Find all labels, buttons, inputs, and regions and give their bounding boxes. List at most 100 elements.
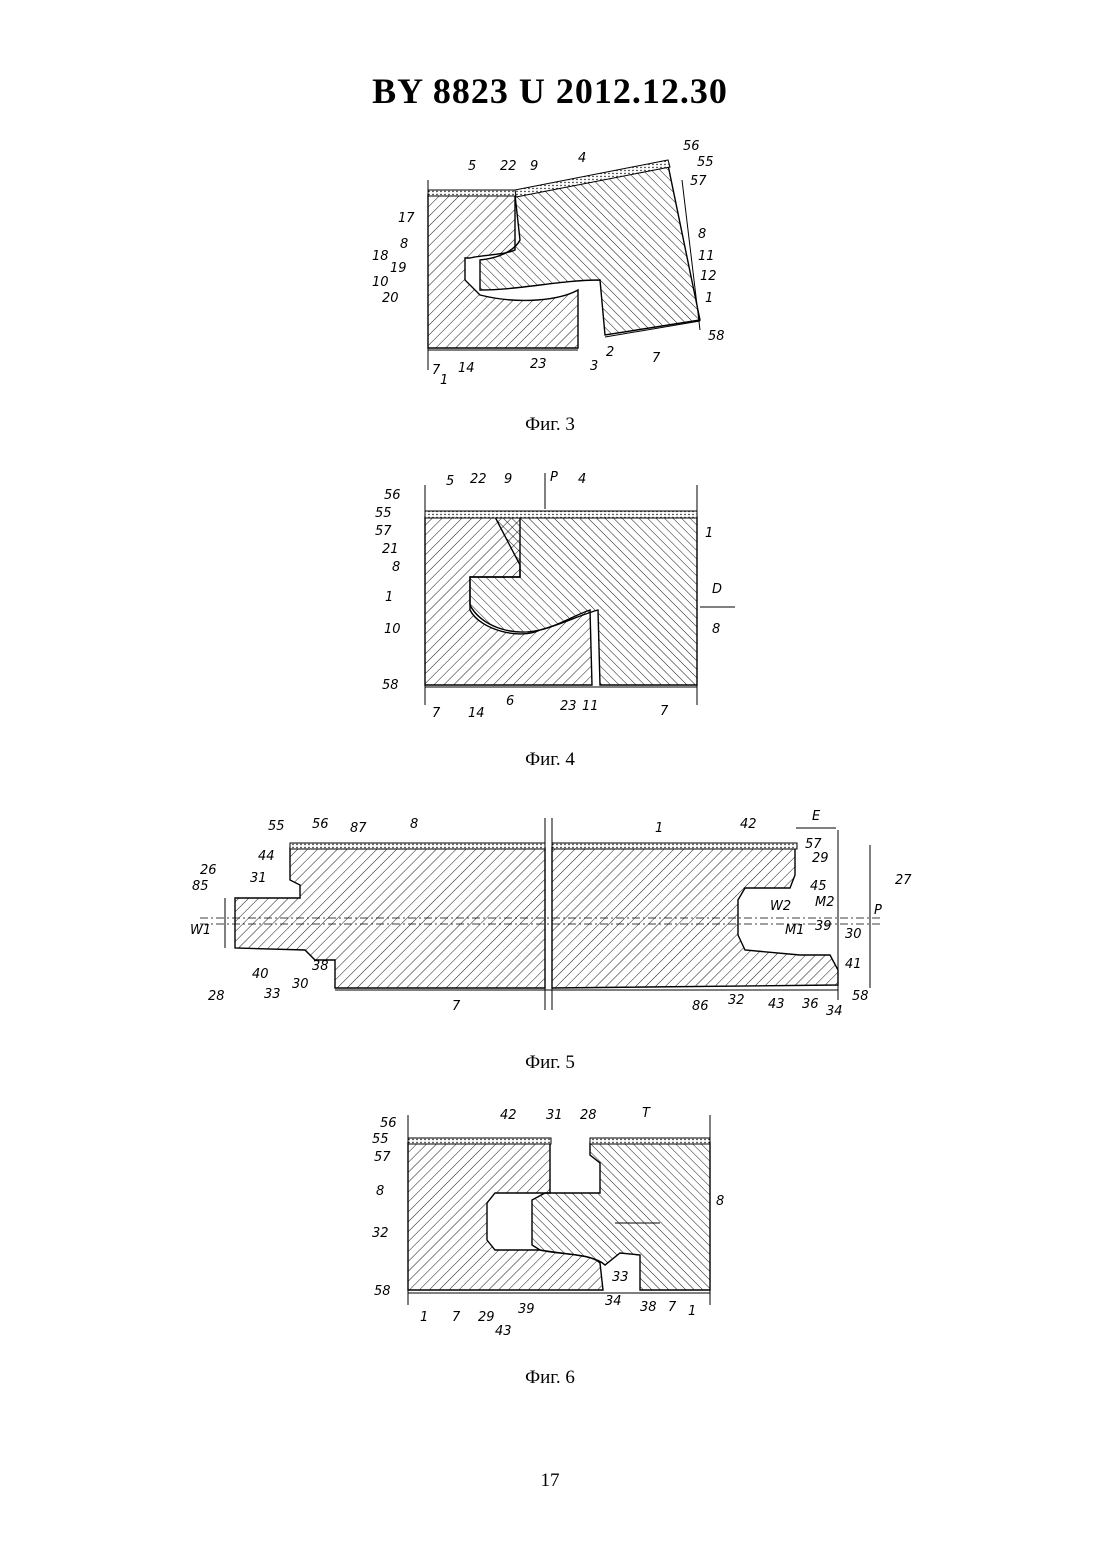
figure-6-caption: Фиг. 6	[0, 1367, 1100, 1389]
label-39: 39	[518, 1302, 535, 1317]
page-title: BY 8823 U 2012.12.30	[0, 70, 1100, 112]
label-7: 7	[652, 351, 661, 366]
label-4: 4	[578, 472, 586, 487]
label-58: 58	[374, 1284, 391, 1299]
label-57: 57	[375, 524, 392, 539]
label-M2: M2	[815, 895, 835, 910]
label-1: 1	[655, 821, 663, 836]
label-58: 58	[708, 329, 725, 344]
label-11: 11	[698, 249, 715, 264]
label-34: 34	[826, 1004, 843, 1019]
label-1b: 1	[688, 1304, 696, 1319]
label-7b: 7	[668, 1300, 677, 1315]
label-8: 8	[410, 817, 418, 832]
label-1: 1	[420, 1310, 428, 1325]
label-41: 41	[845, 957, 862, 972]
label-87: 87	[350, 821, 367, 836]
label-5: 5	[446, 474, 454, 489]
label-85: 85	[192, 879, 209, 894]
label-7: 7	[452, 1310, 461, 1325]
figure-3-drawing: 56 55 57 5 22 9 4 17 8 18 19 10 20 8 11 …	[0, 130, 1100, 390]
label-32: 32	[728, 993, 745, 1008]
label-W2: W2	[770, 899, 791, 914]
label-P: P	[874, 903, 882, 918]
label-W1: W1	[190, 923, 211, 938]
label-4: 4	[578, 151, 586, 166]
label-38: 38	[640, 1300, 657, 1315]
label-14: 14	[468, 706, 485, 721]
figure-6-drawing: 56 55 57 42 31 28 T 8 8 32 58 1 7 29 43 …	[0, 1105, 1100, 1335]
label-12: 12	[700, 269, 717, 284]
label-55: 55	[268, 819, 285, 834]
label-32: 32	[372, 1226, 389, 1241]
label-P: P	[550, 470, 558, 485]
label-58: 58	[852, 989, 869, 1004]
figure-4-drawing: 5 22 9 P 4 56 55 57 21 8 1 10 1 D 8 58 7…	[0, 465, 1100, 725]
figure-5-caption: Фиг. 5	[0, 1052, 1100, 1074]
label-29: 29	[812, 851, 829, 866]
label-22: 22	[470, 472, 487, 487]
label-86: 86	[692, 999, 709, 1014]
label-T: T	[642, 1106, 651, 1121]
label-10: 10	[372, 275, 389, 290]
label-57: 57	[805, 837, 822, 852]
label-30: 30	[845, 927, 862, 942]
label-57: 57	[690, 174, 707, 189]
label-33: 33	[264, 987, 281, 1002]
label-30b: 30	[292, 977, 309, 992]
label-56: 56	[312, 817, 329, 832]
label-18: 18	[372, 249, 389, 264]
label-19: 19	[390, 261, 407, 276]
label-5: 5	[468, 159, 476, 174]
label-M1: M1	[785, 923, 805, 938]
label-39: 39	[815, 919, 832, 934]
label-17: 17	[398, 211, 415, 226]
label-6: 6	[506, 694, 514, 709]
label-56: 56	[683, 139, 700, 154]
label-42: 42	[740, 817, 757, 832]
label-45: 45	[810, 879, 827, 894]
label-42: 42	[500, 1108, 517, 1123]
label-28: 28	[208, 989, 225, 1004]
label-40: 40	[252, 967, 269, 982]
label-55: 55	[372, 1132, 389, 1147]
label-2: 2	[606, 345, 614, 360]
label-14: 14	[458, 361, 475, 376]
label-D: D	[712, 582, 722, 597]
label-38: 38	[312, 959, 329, 974]
label-1b: 1	[705, 526, 713, 541]
label-36: 36	[802, 997, 819, 1012]
label-1b: 1	[440, 373, 448, 388]
label-23: 23	[560, 699, 577, 714]
label-34: 34	[605, 1294, 622, 1309]
label-23: 23	[530, 357, 547, 372]
label-44: 44	[258, 849, 275, 864]
label-56: 56	[384, 488, 401, 503]
label-7b: 7	[660, 704, 669, 719]
label-8: 8	[392, 560, 400, 575]
label-31: 31	[250, 871, 267, 886]
label-21: 21	[382, 542, 399, 557]
label-58: 58	[382, 678, 399, 693]
label-9: 9	[504, 472, 512, 487]
label-11: 11	[582, 699, 599, 714]
label-22: 22	[500, 159, 517, 174]
figure-5-drawing: 55 56 87 8 1 42 E 57 29 27 26 44 31 85 4…	[0, 810, 1100, 1040]
label-8: 8	[400, 237, 408, 252]
label-8b: 8	[716, 1194, 724, 1209]
figure-4-caption: Фиг. 4	[0, 749, 1100, 771]
label-20: 20	[382, 291, 399, 306]
label-1: 1	[705, 291, 713, 306]
page-number: 17	[0, 1470, 1100, 1492]
figure-3-caption: Фиг. 3	[0, 414, 1100, 436]
label-E: E	[812, 809, 821, 824]
label-55: 55	[697, 155, 714, 170]
label-43: 43	[768, 997, 785, 1012]
label-43: 43	[495, 1324, 512, 1339]
label-1: 1	[385, 590, 393, 605]
label-29: 29	[478, 1310, 495, 1325]
label-9: 9	[530, 159, 538, 174]
label-56: 56	[380, 1116, 397, 1131]
label-7: 7	[432, 706, 441, 721]
label-8b: 8	[712, 622, 720, 637]
